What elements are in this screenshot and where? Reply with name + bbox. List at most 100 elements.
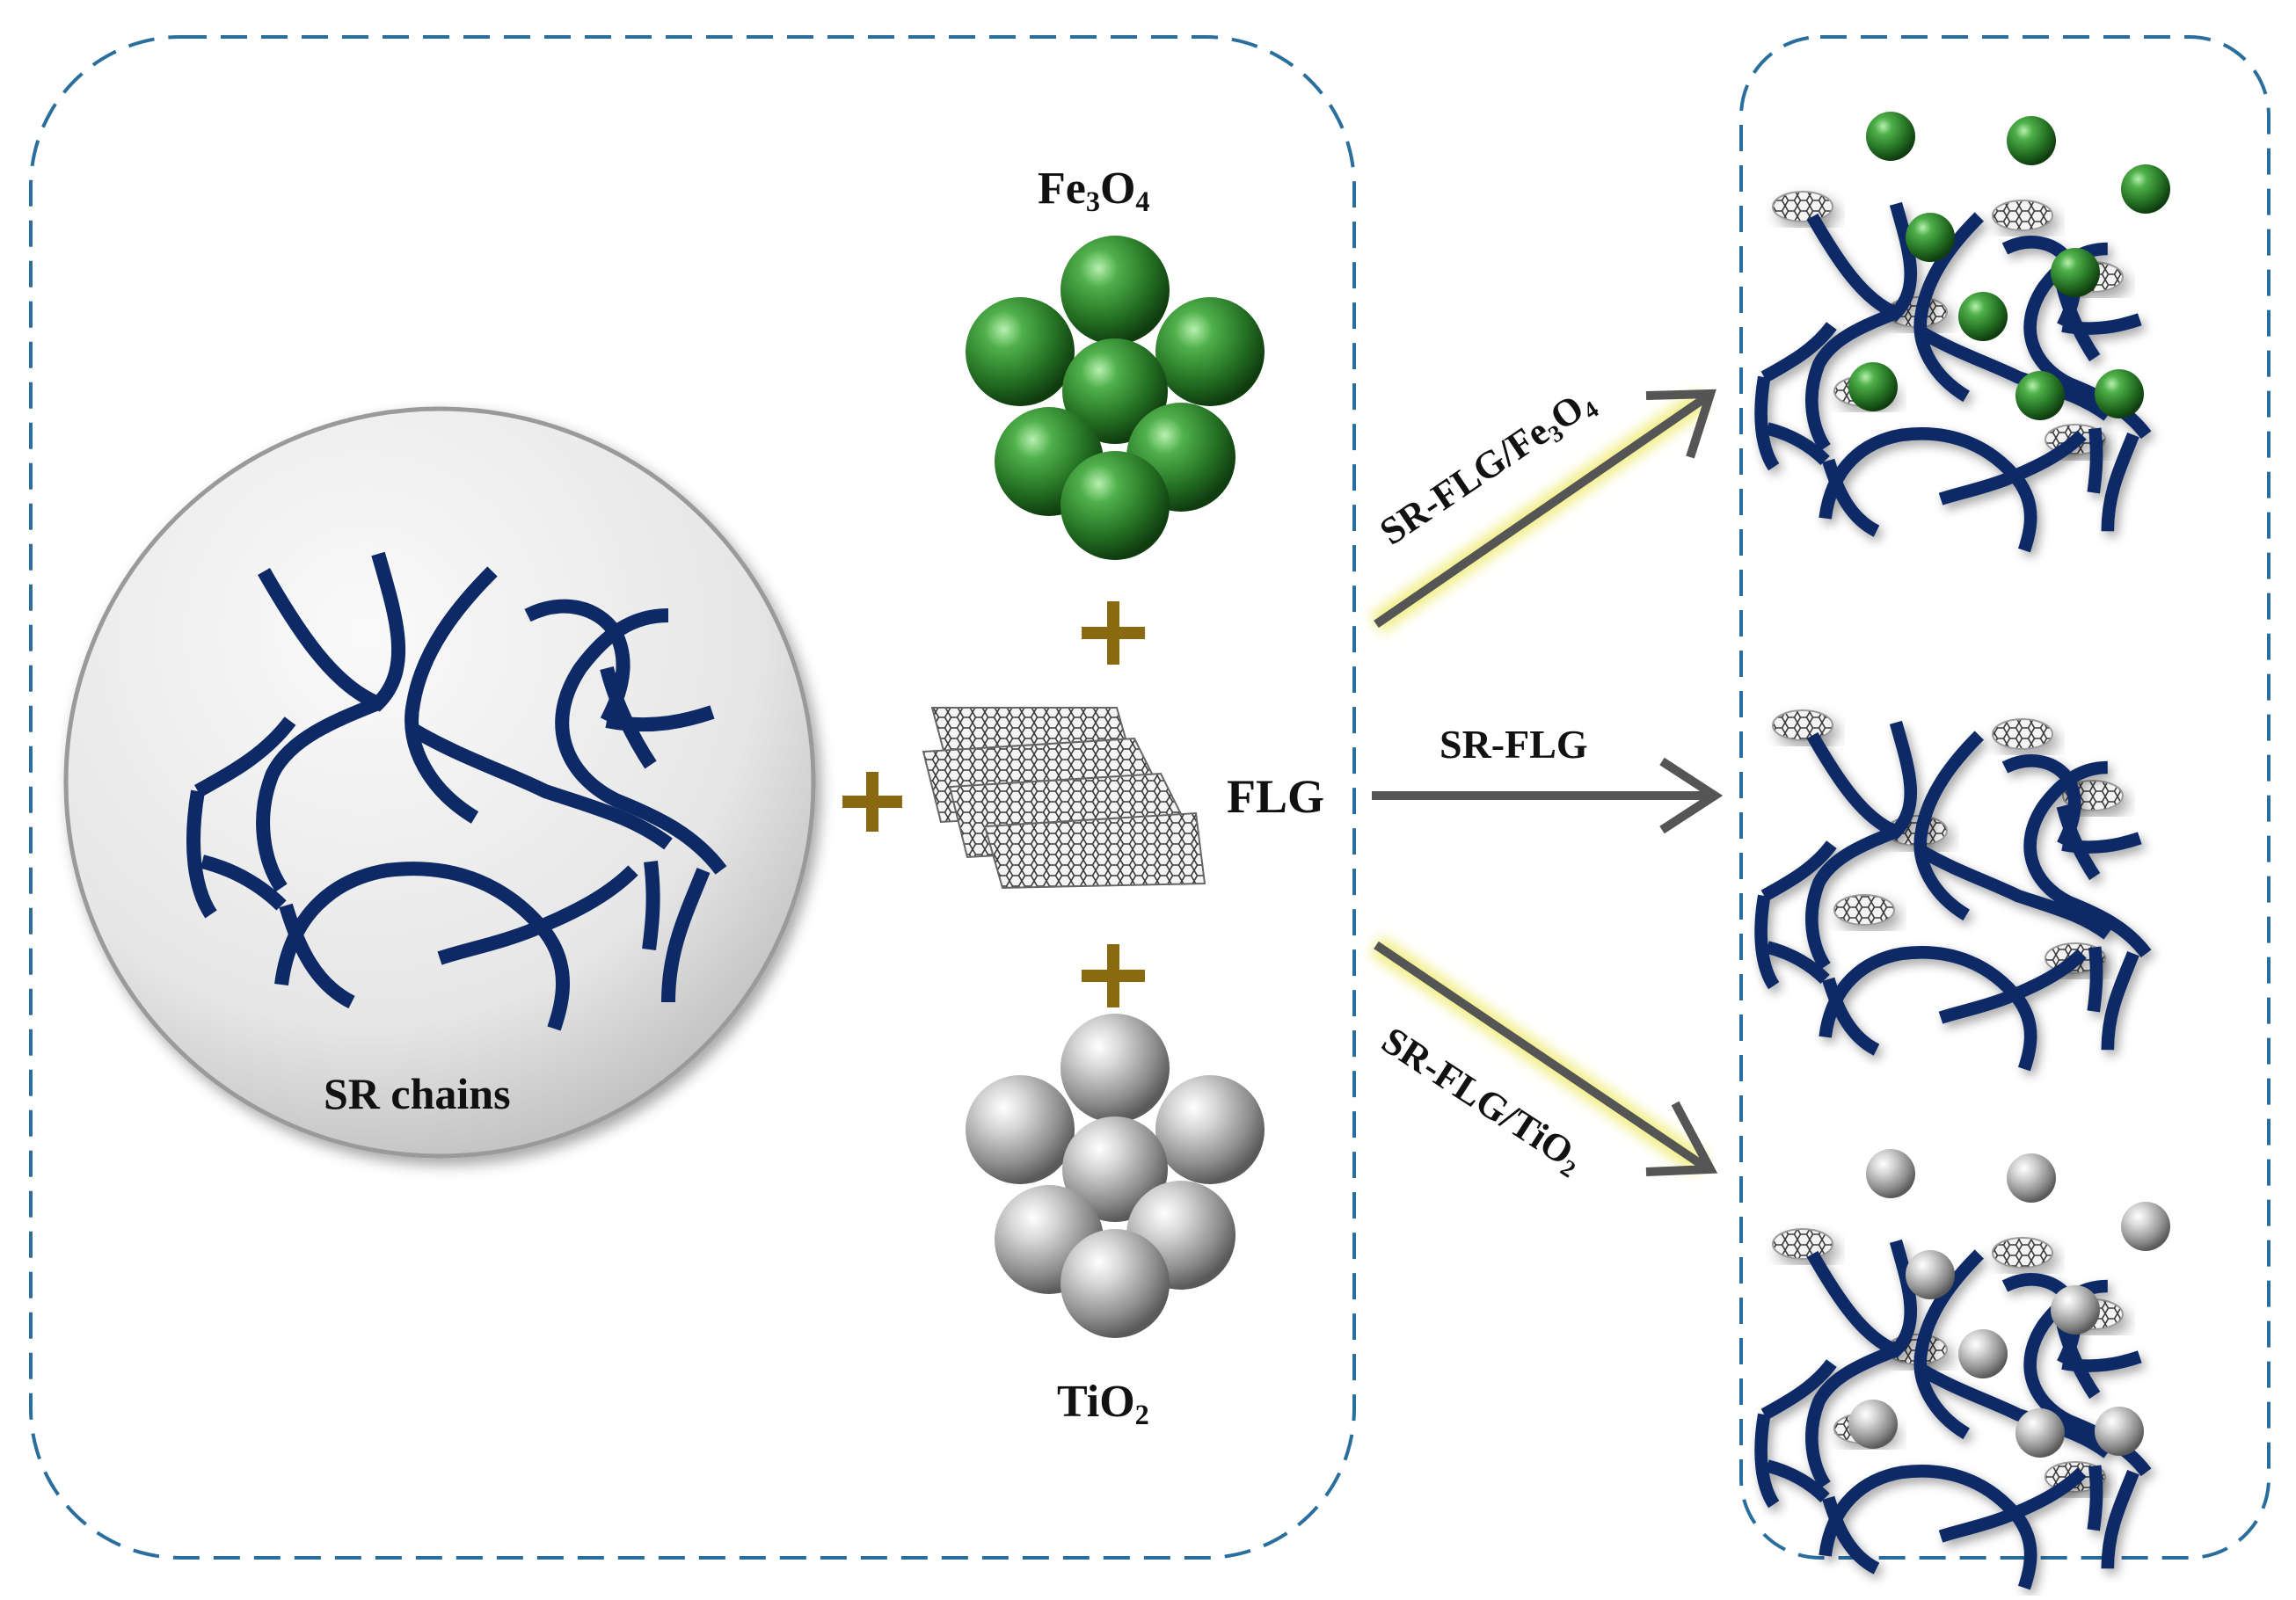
- tio2-particle: [2015, 1408, 2065, 1458]
- fe3o4-sphere: [1062, 338, 1168, 444]
- left-panel-border: [29, 35, 1356, 1560]
- arrow-to-sr-flg-fe3o4[interactable]: [1369, 389, 1717, 634]
- chain-strand: [2056, 804, 2101, 881]
- fe3o4-particle: [2051, 248, 2100, 297]
- arrow-to-sr-flg-tio2[interactable]: [1369, 935, 1718, 1176]
- fe3o4-nanoparticle-cluster: [966, 236, 1265, 560]
- chain-strand: [1918, 1364, 2112, 1458]
- fe3o4-label-fe: Fe: [1038, 164, 1086, 214]
- chain-strand: [2087, 1465, 2103, 1531]
- tio2-sphere: [1062, 1116, 1168, 1222]
- chain-strand: [2087, 427, 2103, 494]
- chain-strand: [1760, 322, 1837, 383]
- plus-sign-top: [1082, 601, 1145, 665]
- fe3o4-sphere: [966, 297, 1075, 406]
- chain-strand: [1760, 1359, 1837, 1421]
- chain-strand: [1938, 1467, 2087, 1543]
- chain-strand: [1806, 1239, 1918, 1358]
- chain-strand: [1765, 941, 1830, 985]
- polymer-chains: [186, 551, 727, 1031]
- chain-strand: [1760, 840, 1837, 902]
- chain-strand: [1805, 825, 1899, 971]
- tio2-particle: [2051, 1285, 2100, 1335]
- fe3o4-particle: [2095, 369, 2144, 418]
- chain-strand: [1918, 326, 2112, 421]
- chain-strand: [1913, 212, 1984, 403]
- fe3o4-sphere: [1061, 236, 1170, 345]
- tio2-label-tio: TiO: [1057, 1377, 1135, 1427]
- composite-sr-flg-fe3o4: [1754, 112, 2170, 553]
- chain-strand: [2101, 950, 2139, 1051]
- composite-chains: [1754, 201, 2152, 553]
- fe3o4-sphere: [1061, 451, 1170, 560]
- chain-strand: [1913, 731, 1984, 921]
- fe3o4-particle: [1866, 112, 1915, 161]
- fe3o4-particle: [2007, 116, 2056, 165]
- fe3o4-particle: [1958, 292, 2008, 341]
- graphene-flake: [1772, 1228, 1833, 1260]
- tio2-particle: [1906, 1250, 1955, 1299]
- chain-strand: [1822, 977, 1880, 1056]
- tio2-particle: [1848, 1400, 1898, 1449]
- composite-chains: [1754, 720, 2152, 1072]
- chain-strand: [1754, 375, 1780, 471]
- chain-strand: [2056, 1322, 2101, 1400]
- chain-strand: [1805, 307, 1899, 452]
- chain-strand: [1805, 1344, 1899, 1489]
- chain-strand: [1754, 894, 1780, 990]
- fe3o4-particle: [2121, 164, 2170, 214]
- chain-strand: [1754, 1413, 1780, 1509]
- right-panel-border: [1739, 35, 2270, 1560]
- arrow-to-sr-flg[interactable]: [1372, 757, 1724, 834]
- tio2-label-sub2: 2: [1134, 1399, 1149, 1431]
- tio2-particle: [2007, 1153, 2056, 1203]
- graphene-flake: [1992, 718, 2053, 750]
- tio2-nanoparticle-cluster: [966, 1014, 1265, 1338]
- composite-results: [1754, 112, 2170, 1590]
- tio2-sphere: [1061, 1229, 1170, 1338]
- graphene-flake: [1992, 1237, 2053, 1269]
- chain-strand: [1938, 430, 2087, 505]
- composite-sr-flg-tio2: [1754, 1149, 2170, 1590]
- tio2-sphere: [966, 1075, 1075, 1184]
- graphene-flake: [1833, 894, 1895, 926]
- chain-strand: [2056, 285, 2101, 362]
- chain-strand: [1765, 1459, 1830, 1503]
- chain-strand: [1918, 845, 2112, 940]
- fe3o4-particle: [2015, 371, 2065, 420]
- chain-strand: [1806, 201, 1918, 321]
- fe3o4-label-sub4: 4: [1135, 185, 1150, 218]
- plus-sign-left: [842, 772, 902, 832]
- chain-strand: [2023, 760, 2152, 958]
- chain-strand: [2101, 1469, 2139, 1569]
- flg-graphene-sheets: [922, 707, 1206, 890]
- chain-strand: [2101, 432, 2139, 532]
- tio2-particle: [1958, 1329, 2008, 1378]
- flg-label: FLG: [1227, 770, 1325, 823]
- flg-sheet-4: [983, 811, 1206, 890]
- tio2-label: TiO2: [1057, 1376, 1149, 1431]
- fe3o4-particle: [1848, 362, 1898, 411]
- fe3o4-particle: [1906, 213, 1955, 262]
- tio2-particle: [2095, 1407, 2144, 1456]
- fe3o4-sphere: [1155, 297, 1265, 406]
- plus-sign-bottom: [1082, 944, 1145, 1007]
- chain-strand: [1913, 1249, 1984, 1440]
- fe3o4-label: Fe3O4: [1038, 163, 1150, 215]
- tio2-sphere: [1061, 1014, 1170, 1123]
- tio2-particle: [2121, 1202, 2170, 1251]
- composite-sr-flg: [1754, 709, 2152, 1072]
- chain-strand: [1819, 1465, 2037, 1590]
- chain-strand: [1938, 949, 2087, 1024]
- chain-strand: [1819, 946, 2037, 1072]
- tio2-sphere: [1155, 1075, 1265, 1184]
- arrow-label-sr-flg: SR-FLG: [1440, 722, 1588, 767]
- tio2-particle: [1866, 1149, 1915, 1198]
- graphene-flake: [1992, 200, 2053, 231]
- chain-strand: [1822, 1495, 1880, 1575]
- chain-strand: [1822, 458, 1880, 537]
- chain-strand: [1819, 427, 2037, 553]
- chain-strand: [1806, 720, 1918, 840]
